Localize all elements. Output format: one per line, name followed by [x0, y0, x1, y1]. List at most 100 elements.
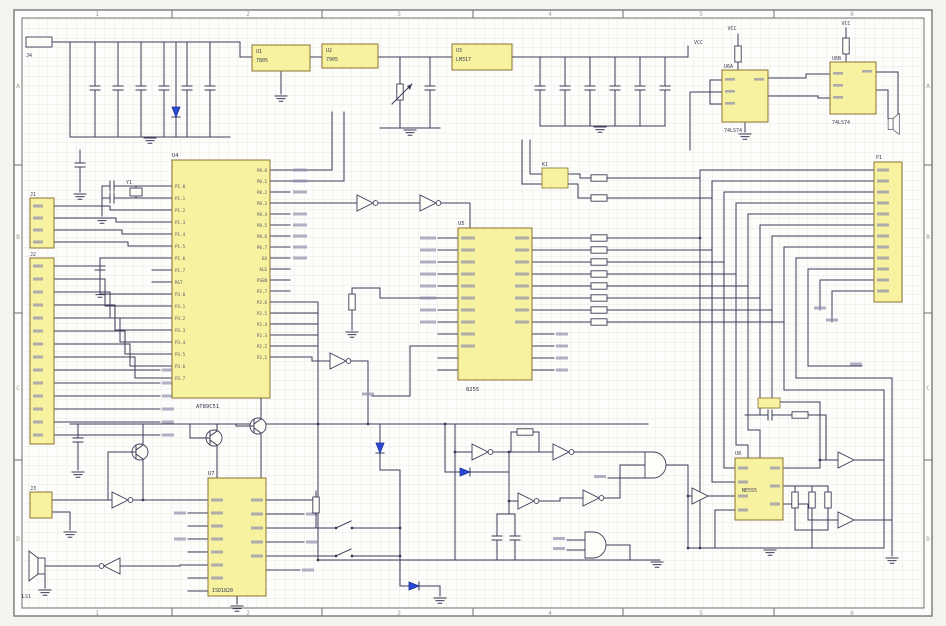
timer-pin-marks: [738, 466, 780, 512]
pin-label: P0.1: [257, 179, 268, 184]
pin-label: P2.5: [257, 311, 268, 316]
oscillator-section: [444, 423, 885, 568]
flipflop-u6b: [829, 61, 877, 115]
zone-label: 5: [699, 11, 703, 18]
wires-left: [53, 149, 161, 436]
vreg2-name: 7905: [326, 57, 338, 63]
vreg1-ref: U1: [256, 49, 262, 55]
zone-label: 6: [850, 610, 854, 617]
pin-label: P0.3: [257, 201, 268, 206]
vcc-label: VCC: [727, 26, 736, 32]
mcu-chip: [171, 159, 271, 399]
pin-label: P1.0: [175, 184, 186, 189]
ff1-ref: U6A: [724, 64, 733, 70]
pin-label: P0.2: [257, 190, 268, 195]
zone-label: C: [16, 385, 20, 392]
pin-label: P1.2: [175, 208, 186, 213]
zone-label: C: [926, 385, 930, 392]
wires-periph: [351, 139, 785, 397]
pin-label: P0.6: [257, 234, 268, 239]
pin-label: P2.3: [257, 333, 268, 338]
p1-ref: P1: [876, 155, 882, 161]
periph-ref: U5: [458, 221, 465, 227]
j1-ref: J1: [30, 192, 36, 198]
pin-label: P3.6: [175, 364, 186, 369]
pin-label: P3.3: [175, 328, 186, 333]
zone-label: 1: [95, 610, 99, 617]
periph-pin-marks: [362, 236, 568, 396]
zone-label: B: [926, 234, 930, 241]
wires-power: [51, 41, 689, 138]
pin-label: ALE: [259, 267, 267, 272]
pin-label: P1.6: [175, 256, 186, 261]
connector-j2: [29, 257, 55, 445]
pin-label: P3.0: [175, 292, 186, 297]
pin-label: P1.4: [175, 232, 186, 237]
arrowhead: [407, 84, 412, 90]
pin-label: P3.5: [175, 352, 186, 357]
crystal-ref: Y1: [126, 180, 132, 186]
ff2-ref: U6B: [832, 56, 841, 62]
wires-flipflop: [689, 27, 899, 151]
pin-label: P0.4: [257, 212, 268, 217]
junction-dots: [141, 236, 822, 562]
vreg3-ref: U3: [456, 48, 462, 54]
flipflop-section: 74LS74 U6A U6B 74LS74 VCC VCC: [689, 21, 900, 151]
vcc-label: VCC: [694, 40, 703, 46]
zone-label: 4: [548, 610, 552, 617]
speaker-ref: LS1: [22, 594, 31, 600]
zone-label: 6: [850, 11, 854, 18]
mcu-name: AT89C51: [196, 404, 219, 410]
wires-timer: [687, 414, 893, 557]
flipflop-u6a: [721, 69, 769, 123]
right-connector-section: P1: [699, 155, 903, 557]
zone-label: 3: [397, 11, 401, 18]
mcu-ref: U4: [172, 153, 179, 159]
connector-j3: [29, 491, 53, 519]
pin-label: P0.7: [257, 245, 268, 250]
zone-label: 1: [95, 11, 99, 18]
power-supply-section: J4 U1 7805 U2 7905 U3 LM317 VCC: [25, 36, 703, 144]
pin-label: P2.1: [257, 355, 268, 360]
wires-mcu-pins: [69, 111, 649, 561]
wires-osc: [444, 423, 885, 561]
pin-label: P1.1: [175, 196, 186, 201]
frame-zone-labels: 1 2 3 4 5 6 1 2 3 4 5 6 A B C D A B C D: [16, 11, 930, 617]
mcu-pin-labels-left: P1.0 P1.1 P1.2 P1.3 P1.4 P1.5 P1.6 P1.7 …: [175, 184, 186, 381]
audio-section: J3 U7 ISD1820 LS1: [22, 397, 447, 612]
connector-pin-marks: [33, 204, 174, 437]
zone-label: D: [16, 536, 20, 543]
pin-label: P3.4: [175, 340, 186, 345]
timer-name: NE555: [742, 488, 757, 494]
and-gate: [644, 451, 667, 479]
j2-ref: J2: [30, 252, 36, 258]
periph-name: 8255: [466, 387, 479, 393]
pin-label: P3.2: [175, 316, 186, 321]
pin-label: P0.5: [257, 223, 268, 228]
crystal: [129, 187, 143, 197]
zone-label: 5: [699, 610, 703, 617]
relay-ref: K1: [542, 162, 548, 168]
voltage-regulator-u2: [321, 43, 379, 69]
pin-label: PSEN: [257, 278, 268, 283]
ff2-name: 74LS74: [832, 120, 850, 126]
mcu-section: U4 AT89C51 P1.0 P1.1 P1.2 P1.3 P1.4 P1.5…: [69, 111, 649, 561]
relay-k1: [541, 167, 569, 189]
wires-fan: [699, 169, 893, 557]
pin-label: P0.0: [257, 168, 268, 173]
mcu-net-label-marks: [293, 168, 307, 260]
j3-ref: J3: [30, 486, 36, 492]
flipflop-pin-marks: [725, 70, 872, 105]
voltage-regulator-u1: [251, 44, 311, 72]
pin-label: P2.7: [257, 289, 268, 294]
pin-label: P2.2: [257, 344, 268, 349]
timer-ref: U8: [735, 451, 741, 457]
vreg3-name: LM317: [456, 57, 471, 63]
zone-label: 3: [397, 610, 401, 617]
vreg1-name: 7805: [256, 58, 268, 64]
pin-label: P2.6: [257, 300, 268, 305]
plug-ref: J4: [26, 53, 32, 59]
pin-label: P1.3: [175, 220, 186, 225]
